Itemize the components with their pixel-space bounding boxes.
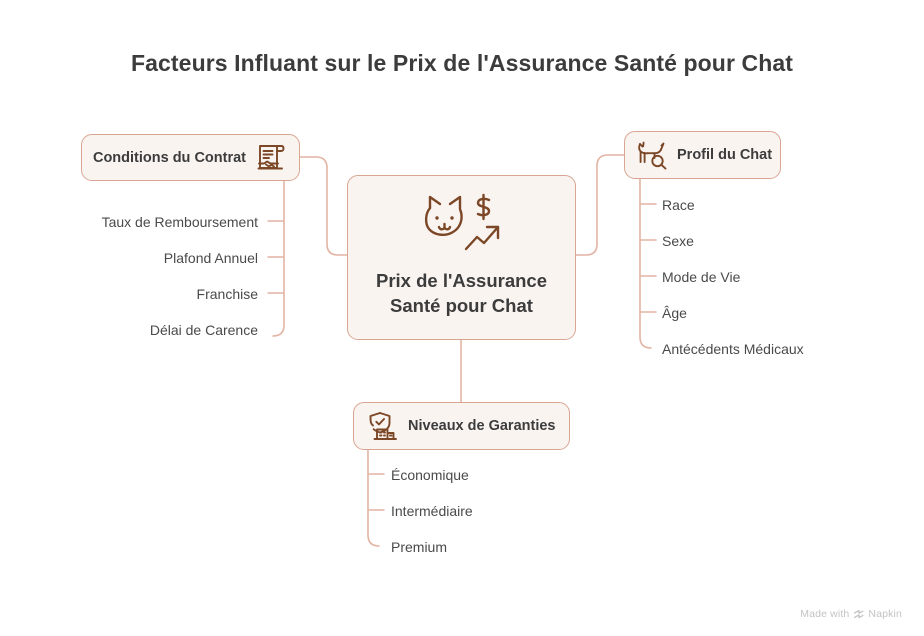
node-niveaux-de-garanties[interactable]: Niveaux de Garanties: [353, 402, 570, 450]
connector-profile-to-center: [575, 154, 625, 256]
watermark-brand: Napkin: [868, 608, 902, 620]
leaf-premium[interactable]: Premium: [391, 539, 448, 555]
node-conditions-du-contrat-label: Conditions du Contrat: [92, 149, 246, 166]
leaf-franchise[interactable]: Franchise: [196, 286, 258, 302]
node-profil-du-chat-label: Profil du Chat: [677, 147, 773, 163]
node-niveaux-de-garanties-label: Niveaux de Garanties: [408, 418, 556, 434]
shield-building-icon: [367, 410, 399, 442]
leaf-race[interactable]: Race: [662, 197, 695, 213]
leaf-intermediaire[interactable]: Intermédiaire: [391, 503, 473, 519]
leaf-antecedents-medicaux[interactable]: Antécédents Médicaux: [662, 341, 804, 357]
leaf-plafond-annuel[interactable]: Plafond Annuel: [163, 250, 258, 266]
watermark-prefix: Made with: [800, 608, 850, 620]
page-title: Facteurs Influant sur le Prix de l'Assur…: [130, 50, 794, 76]
leaf-delai-de-carence[interactable]: Délai de Carence: [149, 322, 258, 338]
spine-contract: [272, 180, 285, 337]
leaf-sexe[interactable]: Sexe: [662, 233, 694, 249]
leaf-taux-de-remboursement[interactable]: Taux de Remboursement: [101, 214, 258, 230]
contract-handshake-icon: [255, 142, 287, 174]
cat-price-trend-icon: [419, 193, 505, 255]
node-profil-du-chat[interactable]: Profil du Chat: [624, 131, 781, 179]
cat-magnifier-icon: [636, 140, 668, 170]
spine-profile: [639, 178, 652, 349]
leaf-mode-de-vie[interactable]: Mode de Vie: [662, 269, 741, 285]
node-center-label: Prix de l'Assurance Santé pour Chat: [376, 269, 547, 316]
napkin-logo-icon: [853, 609, 864, 620]
node-conditions-du-contrat[interactable]: Conditions du Contrat: [81, 134, 300, 181]
node-center[interactable]: Prix de l'Assurance Santé pour Chat: [347, 175, 576, 340]
connector-contract-to-center: [299, 156, 348, 256]
spine-coverage: [367, 449, 380, 547]
leaf-age[interactable]: Âge: [662, 305, 687, 321]
leaf-economique[interactable]: Économique: [391, 467, 469, 483]
watermark: Made with Napkin: [800, 608, 902, 620]
